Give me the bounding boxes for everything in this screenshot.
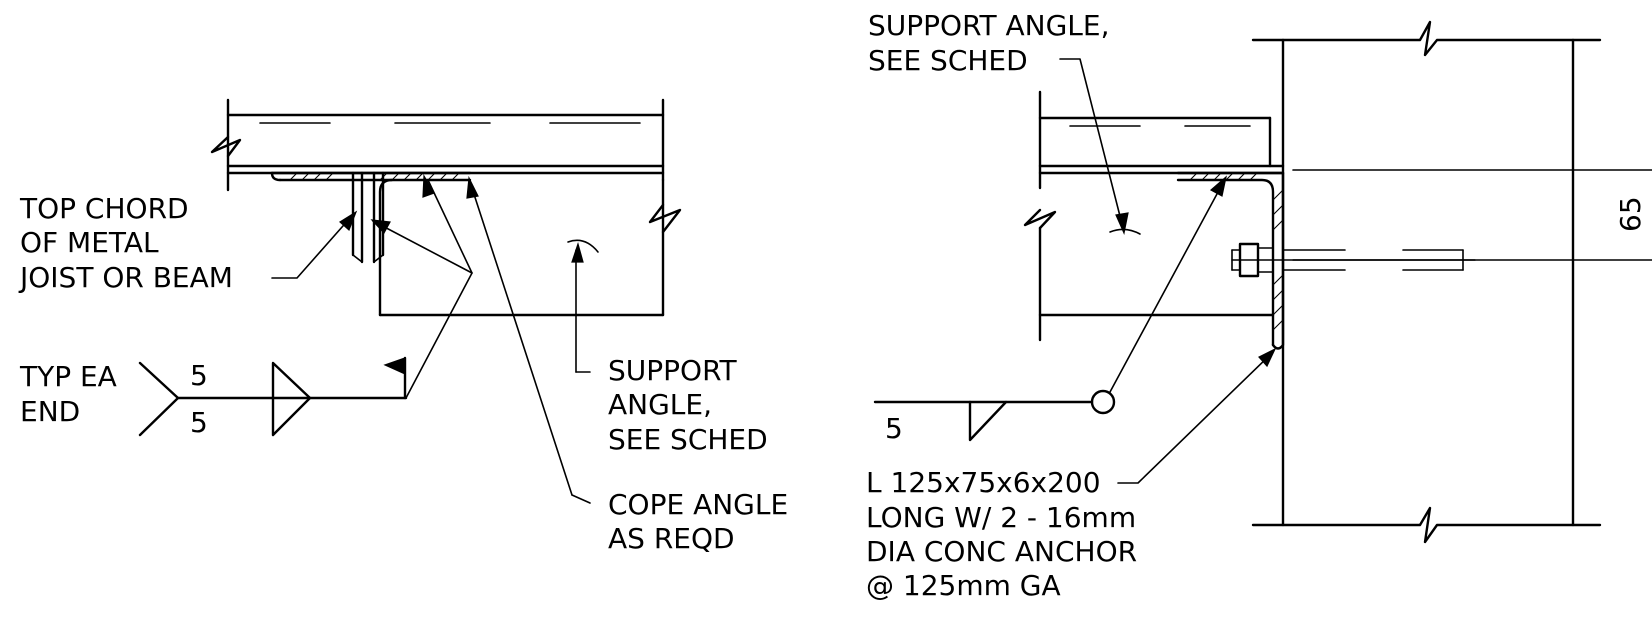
- svg-text:@ 125mm GA: @ 125mm GA: [866, 569, 1061, 602]
- label-angle-anchor: L 125x75x6x200 LONG W/ 2 - 16mm DIA CONC…: [866, 466, 1137, 602]
- svg-text:L 125x75x6x200: L 125x75x6x200: [866, 466, 1101, 499]
- left-leaders: [271, 173, 591, 504]
- left-deck: [210, 98, 665, 192]
- svg-text:ANGLE,: ANGLE,: [608, 388, 712, 421]
- left-beam: [378, 178, 682, 317]
- right-beam: [1038, 226, 1275, 342]
- svg-text:OF METAL: OF METAL: [20, 226, 159, 259]
- right-deck: [1023, 90, 1285, 230]
- svg-text:SEE SCHED: SEE SCHED: [608, 423, 768, 456]
- right-leaders: [1059, 58, 1277, 484]
- svg-text:DIA CONC ANCHOR: DIA CONC ANCHOR: [866, 535, 1137, 568]
- label-cope-angle: COPE ANGLE AS REQD: [608, 488, 788, 555]
- label-typ-ea-end: TYP EA END: [19, 360, 117, 428]
- dimension-65: 65: [1614, 196, 1647, 232]
- svg-text:END: END: [20, 395, 80, 428]
- svg-text:TOP CHORD: TOP CHORD: [19, 192, 189, 225]
- weld-size-lower: 5: [190, 406, 208, 439]
- svg-text:TYP EA: TYP EA: [19, 360, 117, 393]
- left-angle-flange: [270, 171, 472, 182]
- svg-text:SUPPORT: SUPPORT: [608, 354, 737, 387]
- svg-text:AS REQD: AS REQD: [608, 522, 735, 555]
- svg-text:SEE SCHED: SEE SCHED: [868, 44, 1028, 77]
- label-support-angle-right: SUPPORT ANGLE, SEE SCHED: [868, 9, 1110, 77]
- svg-text:SUPPORT ANGLE,: SUPPORT ANGLE,: [868, 9, 1110, 42]
- label-top-chord: TOP CHORD OF METAL JOIST OR BEAM: [18, 192, 233, 294]
- svg-text:JOIST OR BEAM: JOIST OR BEAM: [18, 261, 233, 294]
- anchor-bolt: [1231, 242, 1476, 278]
- left-detail: TOP CHORD OF METAL JOIST OR BEAM TYP EA …: [18, 98, 788, 555]
- svg-text:LONG W/ 2 - 16mm: LONG W/ 2 - 16mm: [866, 501, 1136, 534]
- svg-text:COPE ANGLE: COPE ANGLE: [608, 488, 788, 521]
- top-chord-angles: [351, 171, 385, 264]
- right-detail: 65: [866, 9, 1652, 602]
- right-weld-symbol: [873, 175, 1227, 442]
- concrete-wall: 65: [1251, 20, 1652, 544]
- label-support-angle-left: SUPPORT ANGLE, SEE SCHED: [608, 354, 768, 456]
- right-support-angle: [1176, 171, 1285, 350]
- weld-size-upper: 5: [190, 359, 208, 392]
- left-weld-symbol: [138, 356, 408, 437]
- weld-size-right: 5: [885, 412, 903, 445]
